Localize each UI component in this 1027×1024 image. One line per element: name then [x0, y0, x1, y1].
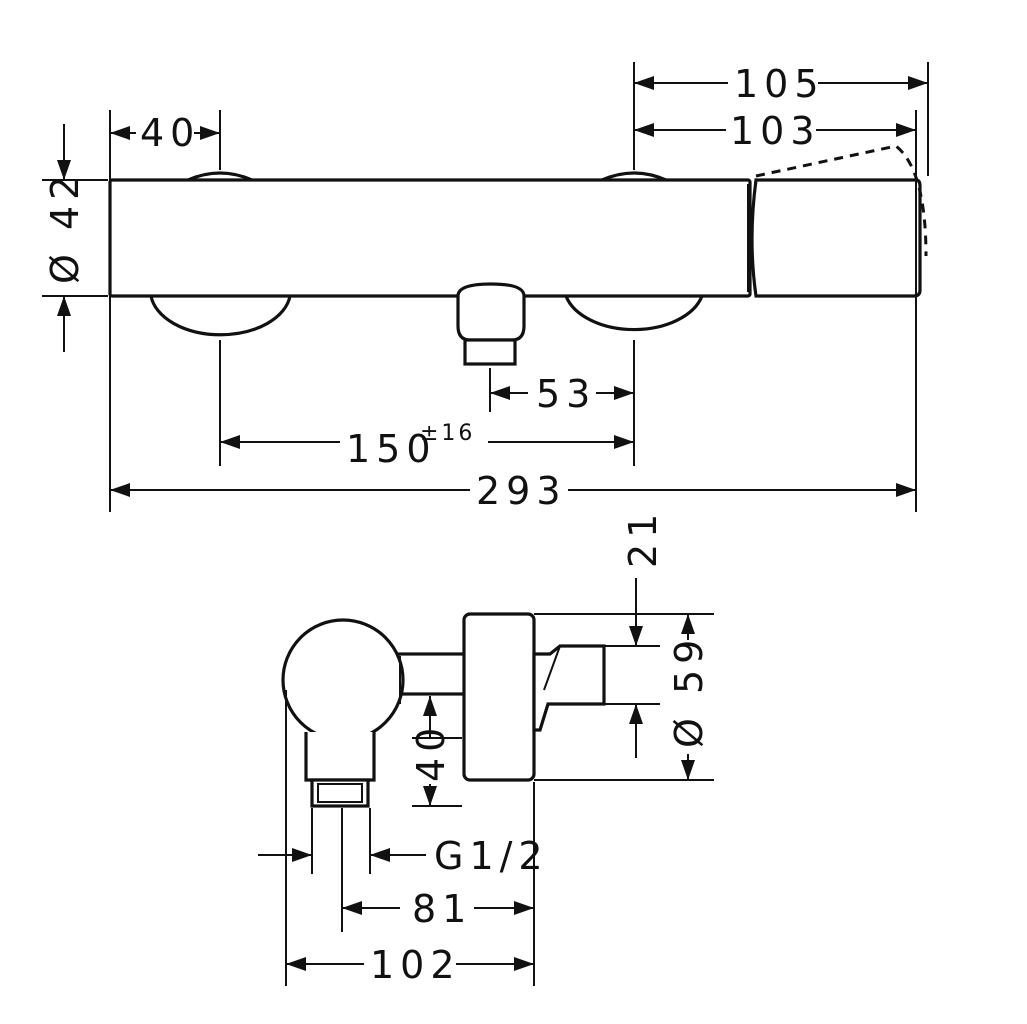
dim-150-tolerance: ±16	[420, 421, 475, 446]
mixer-body	[108, 178, 752, 298]
top-bump-right	[601, 171, 667, 182]
outlet-nut	[463, 338, 517, 366]
thermostat-handle	[750, 178, 922, 298]
handle-swing-outline	[755, 144, 928, 257]
side-wall-plate	[462, 612, 536, 782]
dim-293-label: 293	[476, 469, 567, 513]
outlet-connector	[456, 282, 526, 342]
dim-40-label: 40	[140, 111, 200, 155]
right-handle	[564, 295, 704, 332]
left-handle	[149, 295, 292, 337]
dim-53-label: 53	[536, 372, 596, 416]
dim-42-label: Ø 42	[43, 170, 87, 284]
side-body-circle	[281, 618, 405, 742]
side-view: 21 Ø 59 40 G1/2 81 102	[258, 508, 714, 987]
top-bump-left	[187, 171, 253, 182]
dim-81-label: 81	[412, 887, 472, 931]
dim-103-label: 103	[730, 109, 821, 153]
dim-thread-label: G1/2	[434, 834, 549, 878]
dim-40-side-label: 40	[409, 722, 453, 782]
front-view: 40 Ø 42 105 103 53 150 ±16 293	[42, 62, 929, 513]
dim-105-label: 105	[734, 62, 825, 106]
side-outlet-block	[304, 732, 376, 782]
dim-59-label: Ø 59	[667, 634, 711, 748]
dim-150-label: 150	[346, 427, 437, 471]
dim-21-label: 21	[621, 508, 665, 568]
dim-102-label: 102	[370, 943, 461, 987]
